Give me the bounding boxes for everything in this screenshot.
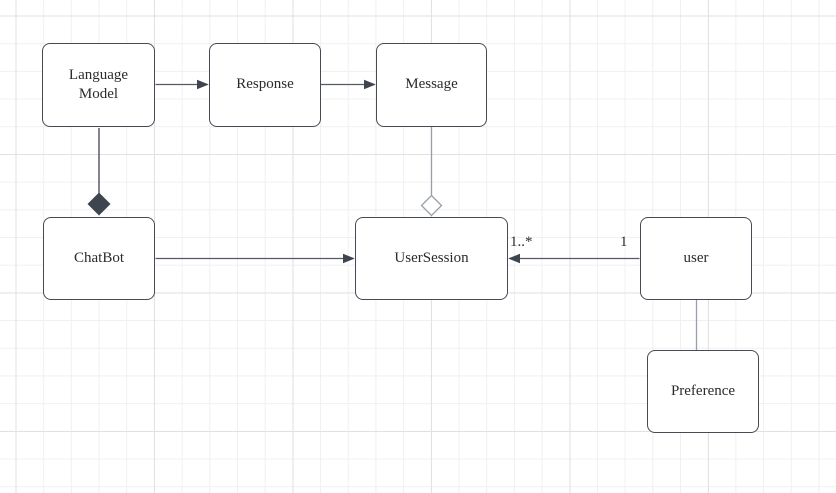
multiplicity-label-user-session[interactable]: 1..* bbox=[510, 234, 533, 250]
node-user[interactable]: user bbox=[640, 217, 752, 300]
aggregation-hollow-diamond-icon bbox=[420, 194, 443, 217]
node-message-label: Message bbox=[405, 76, 458, 93]
node-response[interactable]: Response bbox=[209, 43, 321, 127]
node-language-model-label: Language Model bbox=[68, 66, 129, 103]
node-user-session[interactable]: UserSession bbox=[355, 217, 508, 300]
node-language-model[interactable]: Language Model bbox=[42, 43, 155, 127]
node-chatbot[interactable]: ChatBot bbox=[43, 217, 155, 300]
node-preference-label: Preference bbox=[670, 382, 736, 399]
multiplicity-label-user[interactable]: 1 bbox=[620, 234, 628, 250]
node-chatbot-label: ChatBot bbox=[73, 249, 124, 266]
composition-filled-diamond-icon bbox=[87, 192, 111, 216]
node-preference[interactable]: Preference bbox=[647, 350, 759, 433]
node-message[interactable]: Message bbox=[376, 43, 487, 127]
node-response-label: Response bbox=[236, 76, 294, 93]
node-user-label: user bbox=[683, 249, 709, 266]
node-user-session-label: UserSession bbox=[394, 249, 469, 266]
